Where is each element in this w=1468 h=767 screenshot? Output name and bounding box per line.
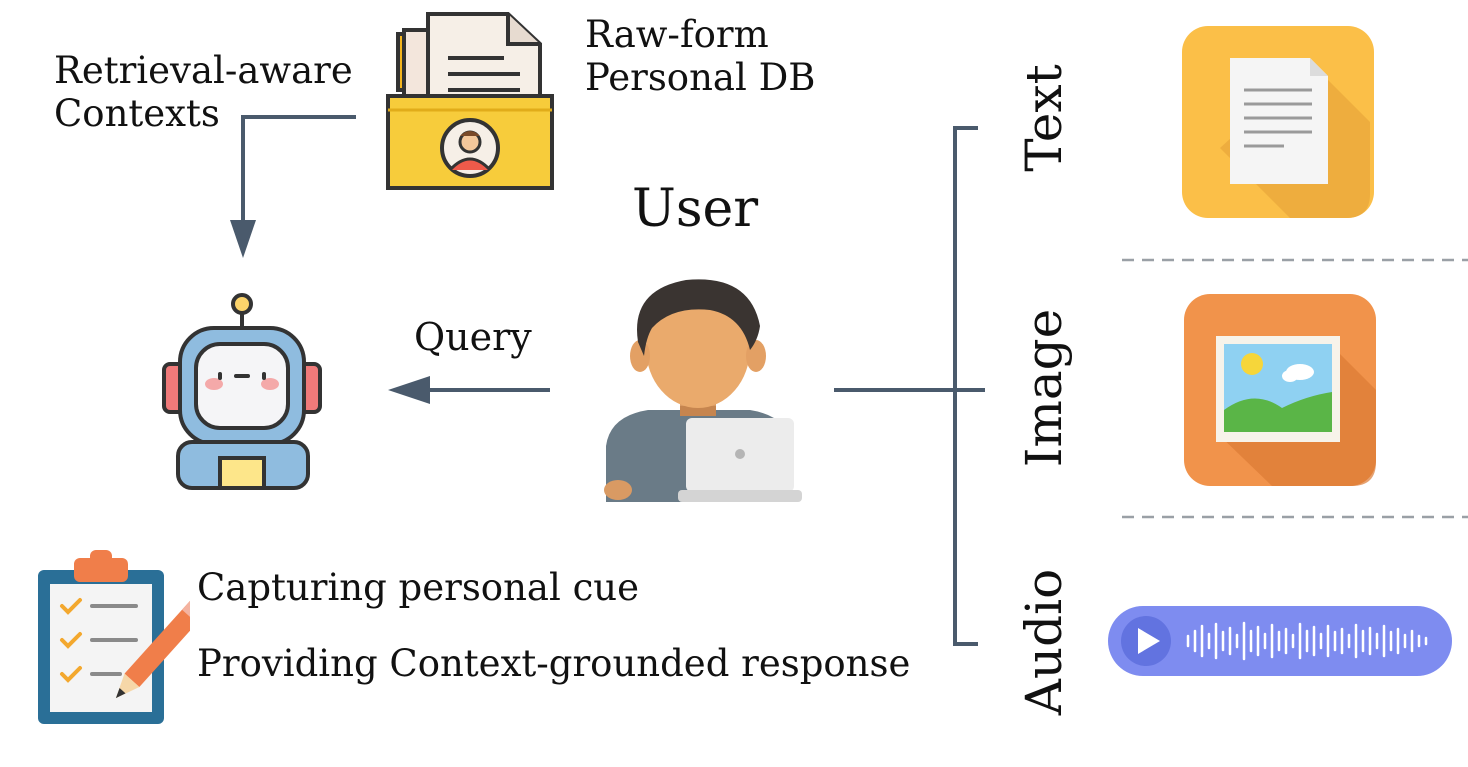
folder-user-icon (386, 12, 554, 190)
retrieval-label: Retrieval-aware Contexts (54, 49, 353, 135)
raw-form-text: Raw-form (585, 13, 769, 56)
capturing-cue-label: Capturing personal cue (197, 566, 640, 609)
retrieval-arrowhead (230, 220, 256, 258)
picture-icon (1184, 294, 1376, 486)
user-title: User (632, 179, 759, 239)
contexts-text: Contexts (54, 91, 220, 135)
personal-db-text: Personal DB (585, 55, 816, 99)
query-label: Query (414, 315, 532, 359)
providing-response-label: Providing Context-grounded response (197, 642, 911, 685)
robot-icon (162, 293, 322, 490)
document-icon (1182, 26, 1374, 218)
user-laptop-icon (604, 279, 802, 502)
modality-audio-label: Audio (1015, 568, 1073, 716)
modality-image-label: Image (1015, 308, 1073, 468)
query-arrowhead (388, 376, 430, 404)
checklist-icon (38, 550, 190, 724)
audio-wave-icon (1108, 606, 1452, 676)
modality-text-label: Text (1015, 64, 1073, 172)
retrieval-aware-text: Retrieval-aware (54, 49, 353, 92)
personal-db-label: Raw-form Personal DB (585, 13, 816, 99)
retrieval-line (241, 115, 356, 230)
modality-bracket (953, 126, 978, 646)
